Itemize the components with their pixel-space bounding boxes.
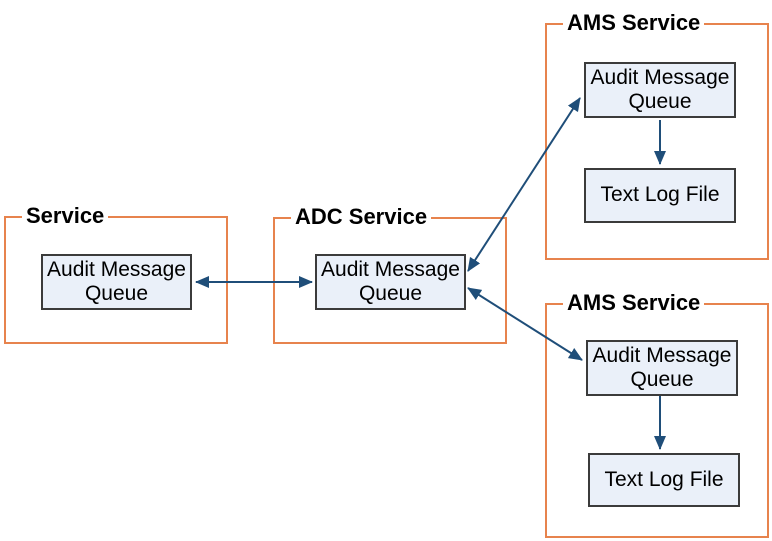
node-service-audit-message-queue: Audit Message Queue	[41, 254, 192, 310]
container-adc-service-title: ADC Service	[291, 205, 432, 229]
container-service: Service Audit Message Queue	[4, 204, 228, 344]
container-ams-service-top-title: AMS Service	[563, 11, 705, 35]
container-adc-service: ADC Service Audit Message Queue	[273, 205, 507, 344]
container-ams-service-top: AMS Service Audit Message Queue Text Log…	[545, 11, 769, 260]
node-adc-audit-message-queue: Audit Message Queue	[315, 254, 466, 310]
node-ams-bottom-audit-message-queue: Audit Message Queue	[586, 340, 738, 396]
node-ams-top-audit-message-queue: Audit Message Queue	[584, 62, 736, 118]
container-ams-service-bottom: AMS Service Audit Message Queue Text Log…	[545, 291, 769, 538]
container-ams-service-bottom-title: AMS Service	[563, 291, 705, 315]
node-ams-top-text-log-file: Text Log File	[584, 168, 736, 223]
node-ams-bottom-text-log-file: Text Log File	[588, 453, 740, 507]
container-service-title: Service	[22, 204, 109, 228]
